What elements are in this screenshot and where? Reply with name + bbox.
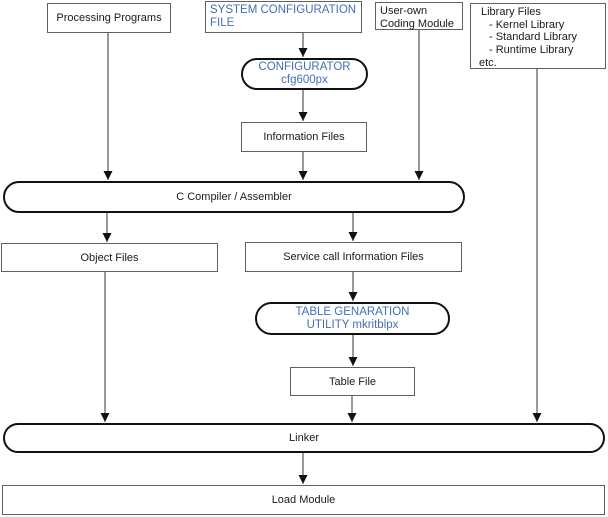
system-config-line2: FILE bbox=[210, 17, 235, 29]
node-processing-programs: Processing Programs bbox=[47, 3, 171, 33]
table-generation-line1: TABLE GENARATION bbox=[295, 305, 410, 318]
configurator-line2: cfg600px bbox=[281, 74, 328, 86]
library-files-title: Library Files bbox=[481, 6, 541, 18]
node-load-module: Load Module bbox=[2, 485, 605, 515]
table-file-label: Table File bbox=[328, 375, 377, 388]
user-own-line1: User-own bbox=[380, 5, 428, 17]
load-module-label: Load Module bbox=[271, 494, 336, 506]
library-files-item-standard: - Standard Library bbox=[489, 31, 578, 44]
compiler-label: C Compiler / Assembler bbox=[176, 191, 292, 203]
node-c-compiler-assembler: C Compiler / Assembler bbox=[3, 181, 465, 213]
service-call-info-files-label: Service call Information Files bbox=[283, 251, 424, 263]
library-files-item-kernel: - Kernel Library bbox=[489, 18, 565, 31]
node-system-configuration-file: SYSTEM CONFIGURATION FILE bbox=[205, 1, 362, 33]
system-config-line1: SYSTEM CONFIGURATION bbox=[210, 4, 357, 16]
processing-programs-label: Processing Programs bbox=[56, 12, 162, 24]
node-user-own-coding-module: User-own Coding Module bbox=[375, 2, 463, 30]
library-files-item-runtime: - Runtime Library bbox=[489, 44, 574, 57]
node-object-files: Object Files bbox=[1, 243, 218, 272]
node-library-files: Library Files - Kernel Library - Standar… bbox=[470, 3, 606, 69]
configurator-line1: CONFIGURATOR bbox=[258, 61, 351, 73]
node-linker: Linker bbox=[3, 423, 605, 453]
node-information-files: Information Files bbox=[241, 122, 367, 152]
information-files-label: Information Files bbox=[263, 131, 345, 143]
object-files-label: Object Files bbox=[80, 251, 139, 264]
user-own-line2: Coding Module bbox=[380, 18, 454, 30]
node-table-generation-utility: TABLE GENARATION UTILITY mkritblpx bbox=[255, 302, 450, 335]
library-files-footer: etc. bbox=[479, 56, 497, 69]
table-generation-line2: UTILITY mkritblpx bbox=[306, 318, 399, 331]
node-configurator: CONFIGURATOR cfg600px bbox=[241, 58, 368, 90]
linker-label: Linker bbox=[289, 432, 319, 444]
node-table-file: Table File bbox=[290, 367, 415, 396]
node-service-call-information-files: Service call Information Files bbox=[245, 242, 462, 272]
